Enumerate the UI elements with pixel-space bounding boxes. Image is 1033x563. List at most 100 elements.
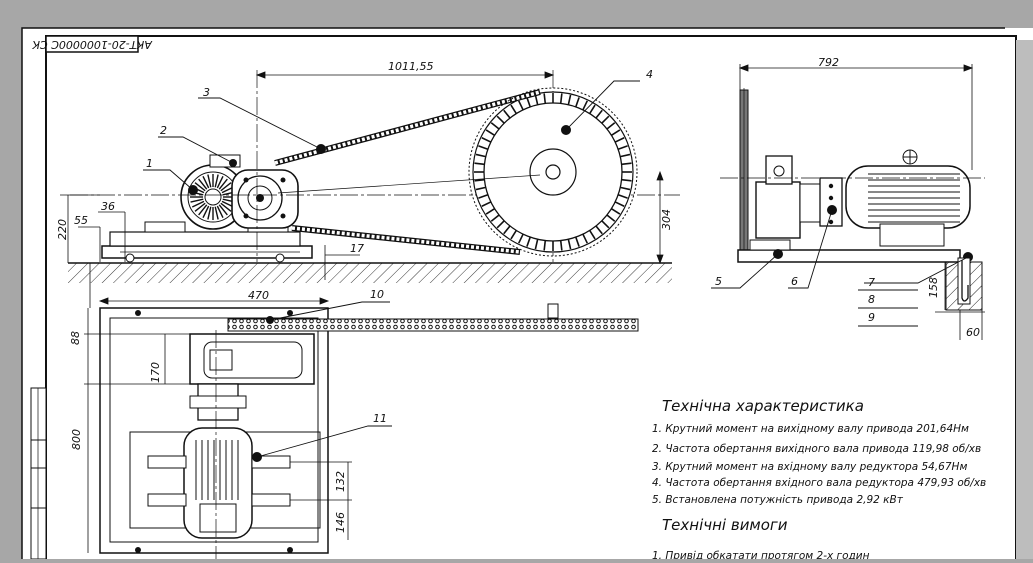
callout-4: 4 (646, 68, 653, 81)
sprocket-tooth (481, 137, 492, 143)
sprocket-tooth (543, 240, 547, 251)
sprocket-tooth (606, 122, 616, 130)
motor-fin (207, 206, 212, 220)
sprocket-tooth (481, 201, 492, 207)
sprocket-tooth (589, 229, 596, 240)
callout-leaders (143, 80, 969, 458)
sprocket-tooth (610, 129, 621, 136)
sprocket-tooth (567, 239, 572, 250)
sprocket-tooth (478, 194, 489, 199)
spec-line-5: 5. Встановлена потужність привода 2,92 к… (652, 494, 904, 506)
motor-fin (190, 198, 204, 203)
callout-6: 6 (791, 275, 798, 288)
requirements-line-1: 1. Привід обкатати протягом 2-х годин (652, 550, 870, 559)
motor-fin (198, 204, 208, 216)
sprocket-tooth (496, 115, 505, 124)
sprocket-tooth (601, 115, 610, 124)
motor-fin (194, 202, 206, 212)
sprocket-tooth (601, 220, 610, 229)
sprocket-tooth (510, 104, 517, 115)
motor-fin (216, 205, 224, 219)
sprocket-tooth (518, 233, 524, 244)
sprocket-tooth (620, 186, 631, 191)
motor-fin (194, 182, 206, 192)
sprocket-tooth (606, 214, 616, 222)
dim-470: 470 (248, 289, 269, 302)
sprocket-tooth (617, 145, 628, 150)
sprocket-tooth (621, 162, 632, 166)
sprocket-tooth (559, 93, 563, 104)
dim-792: 792 (818, 56, 839, 69)
sprocket-tooth (582, 233, 588, 244)
dim-146: 146 (334, 512, 347, 533)
dim-60: 60 (966, 326, 980, 339)
callout-2: 2 (160, 124, 167, 137)
coupling-bolt (828, 219, 834, 225)
callout-3: 3 (203, 86, 210, 99)
sprocket-tooth (474, 162, 485, 166)
sprocket-tooth (485, 129, 496, 136)
dim-170: 170 (149, 362, 162, 383)
dim-220: 220 (56, 219, 69, 240)
dim-17: 17 (350, 242, 364, 255)
dim-36: 36 (101, 200, 115, 213)
sprocket-tooth (595, 109, 603, 119)
dim-304: 304 (660, 209, 673, 230)
sprocket-tooth (614, 137, 625, 143)
plan-dimensions (84, 263, 352, 553)
sprocket-tooth (617, 194, 628, 199)
sprocket-tooth (620, 153, 631, 158)
sprocket-tooth (503, 225, 511, 235)
sprocket-tooth (567, 94, 572, 105)
sprocket-tooth (490, 122, 500, 130)
spec-line-4: 4. Частота обертання вхідного вала редук… (652, 477, 986, 489)
sprocket-tooth (503, 109, 511, 119)
callout-7: 7 (868, 276, 875, 289)
plan-view (99, 303, 639, 559)
sprocket-tooth (534, 94, 539, 105)
spec-title: Технічна характеристика (662, 397, 864, 415)
sprocket-tooth (575, 97, 580, 108)
dim-55: 55 (74, 214, 88, 227)
sprocket-tooth (478, 145, 489, 150)
sprocket-tooth (543, 93, 547, 104)
sprocket-tooth (614, 201, 625, 207)
callout-11: 11 (373, 412, 387, 425)
sprocket-tooth (474, 178, 485, 182)
motor-fin (218, 178, 228, 190)
dim-158: 158 (927, 277, 940, 298)
sprocket-tooth (575, 236, 580, 247)
spec-block: Технічна характеристика 1. Крутний момен… (652, 397, 986, 562)
sprocket-tooth (518, 100, 524, 111)
sprocket-tooth (621, 178, 632, 182)
sprocket-tooth (485, 208, 496, 215)
callout-10: 10 (370, 288, 384, 301)
motor-fin (218, 204, 228, 216)
front-view (68, 70, 680, 283)
spec-line-3: 3. Крутний момент на вхідному валу редук… (652, 461, 967, 473)
motor-fin (207, 174, 212, 188)
dim-132: 132 (334, 471, 347, 492)
front-dimensions (60, 71, 664, 280)
sprocket-tooth (559, 240, 563, 251)
sprocket-tooth (496, 220, 505, 229)
sprocket-tooth (526, 97, 531, 108)
dim-chain-center: 1011,55 (388, 60, 434, 73)
sprocket-tooth (589, 104, 596, 115)
sprocket-tooth (534, 239, 539, 250)
callout-5: 5 (715, 275, 722, 288)
dim-800: 800 (70, 429, 83, 450)
sprocket-tooth (582, 100, 588, 111)
sprocket-tooth (475, 186, 486, 191)
motor-fin (214, 206, 219, 220)
callout-1: 1 (146, 157, 153, 170)
spec-line-1: 1. Крутний момент на вихідному валу прив… (652, 423, 969, 435)
motor-fin (202, 175, 210, 189)
callout-8: 8 (868, 293, 875, 306)
side-dimensions (738, 64, 985, 340)
sprocket-tooth (595, 225, 603, 235)
callout-labels: 1 2 3 4 5 6 7 8 9 10 11 (146, 68, 875, 425)
sprocket-tooth (526, 236, 531, 247)
